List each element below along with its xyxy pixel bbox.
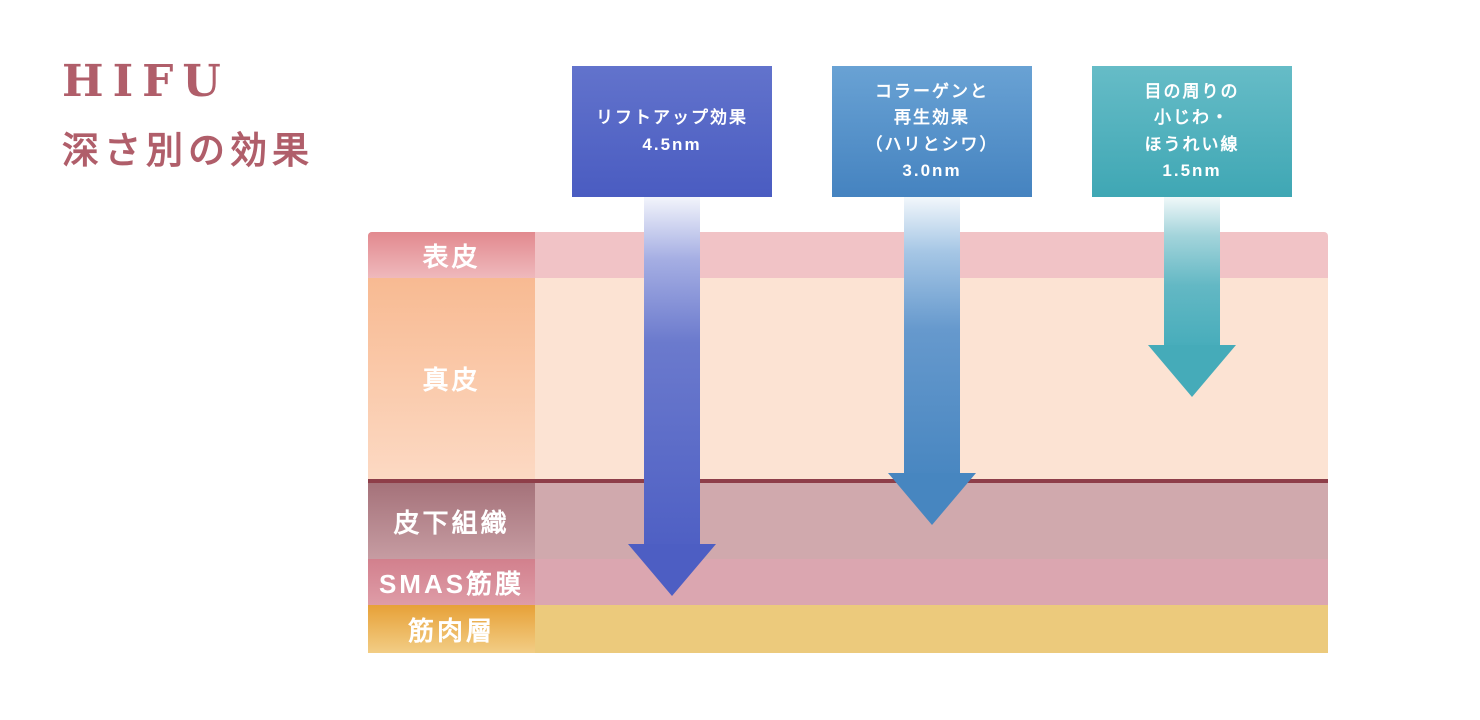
title-line-depth-effects: 深さ別の効果 — [62, 128, 314, 173]
layer-epidermis-label: 表皮 — [422, 241, 481, 272]
page-title: HIFU 深さ別の効果 — [62, 56, 314, 174]
layer-subcutaneous-label: 皮下組織 — [393, 507, 510, 538]
depth-arrow-liftup-4-5nm — [628, 197, 716, 596]
depth-arrow-eyes-1-5nm — [1148, 197, 1236, 397]
layer-smas-fascia: SMAS筋膜 — [368, 559, 1328, 605]
effect-box-liftup: リフトアップ効果 4.5nm — [572, 66, 772, 197]
layer-subcutaneous-label-column: 皮下組織 — [368, 483, 535, 559]
layer-dermis-label-column: 真皮 — [368, 278, 535, 479]
depth-arrow-collagen-3-0nm — [888, 197, 976, 525]
effect-box-liftup-depth: 4.5nm — [642, 134, 702, 154]
layer-muscle-label: 筋肉層 — [407, 615, 495, 646]
layer-smas-label-column: SMAS筋膜 — [368, 559, 535, 605]
effect-box-eye-wrinkles: 目の周りの 小じわ・ ほうれい線 1.5nm — [1092, 66, 1292, 197]
layer-muscle: 筋肉層 — [368, 605, 1328, 653]
effect-box-collagen-label-2: 再生効果 — [894, 108, 970, 128]
layer-muscle-label-column: 筋肉層 — [368, 605, 535, 653]
effect-box-collagen: コラーゲンと 再生効果 （ハリとシワ） 3.0nm — [832, 66, 1032, 197]
effect-box-eyes-label-3: ほうれい線 — [1144, 134, 1240, 154]
effect-box-collagen-label-3: （ハリとシワ） — [865, 134, 999, 154]
layer-subcutaneous-tissue: 皮下組織 — [368, 479, 1328, 559]
layer-epidermis-label-column: 表皮 — [368, 232, 535, 278]
arrow-down-icon — [888, 473, 976, 525]
effect-box-liftup-label: リフトアップ効果 — [596, 108, 748, 128]
depth-arrow-collagen-shaft — [904, 197, 960, 473]
arrow-down-icon — [1148, 345, 1236, 397]
effect-box-collagen-depth: 3.0nm — [902, 160, 962, 180]
layer-dermis-label: 真皮 — [422, 365, 481, 395]
effect-box-eyes-label-2: 小じわ・ — [1154, 108, 1230, 128]
effect-box-eyes-label-1: 目の周りの — [1144, 81, 1240, 101]
effect-box-collagen-label-1: コラーゲンと — [875, 81, 989, 101]
depth-arrow-liftup-shaft — [644, 197, 700, 544]
title-line-hifu: HIFU — [62, 56, 230, 107]
layer-smas-label: SMAS筋膜 — [378, 568, 525, 599]
effect-box-eyes-depth: 1.5nm — [1162, 160, 1222, 180]
depth-arrow-eyes-shaft — [1164, 197, 1220, 345]
arrow-down-icon — [628, 544, 716, 596]
